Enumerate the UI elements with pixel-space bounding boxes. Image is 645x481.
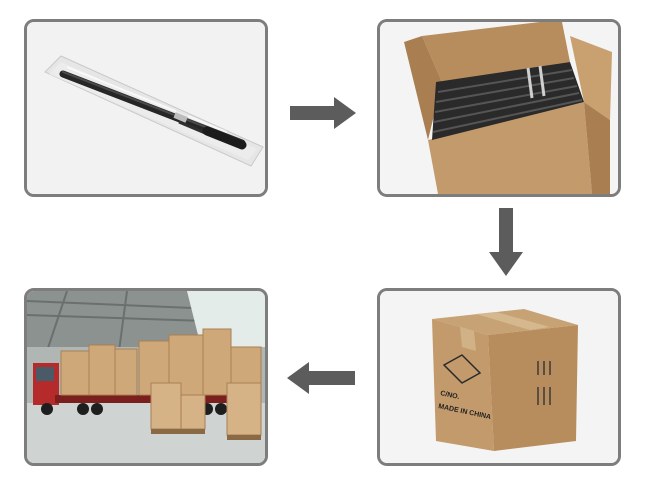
arrow-down-icon: [489, 208, 523, 276]
sealed-carton-image: C/NO. MADE IN CHINA: [380, 291, 618, 463]
pen-in-sleeve-image: [27, 22, 265, 194]
photo-sealed-carton: C/NO. MADE IN CHINA: [377, 288, 621, 466]
arrow-right-icon: [290, 97, 356, 129]
arrow-left-icon: [287, 362, 355, 394]
photo-truck-loading: [24, 288, 268, 466]
open-carton-image: [380, 22, 618, 194]
photo-open-carton: [377, 19, 621, 197]
carton-print-line1: C/NO.: [440, 390, 461, 401]
photo-pen-in-sleeve: [24, 19, 268, 197]
truck-loading-image: [27, 291, 265, 463]
